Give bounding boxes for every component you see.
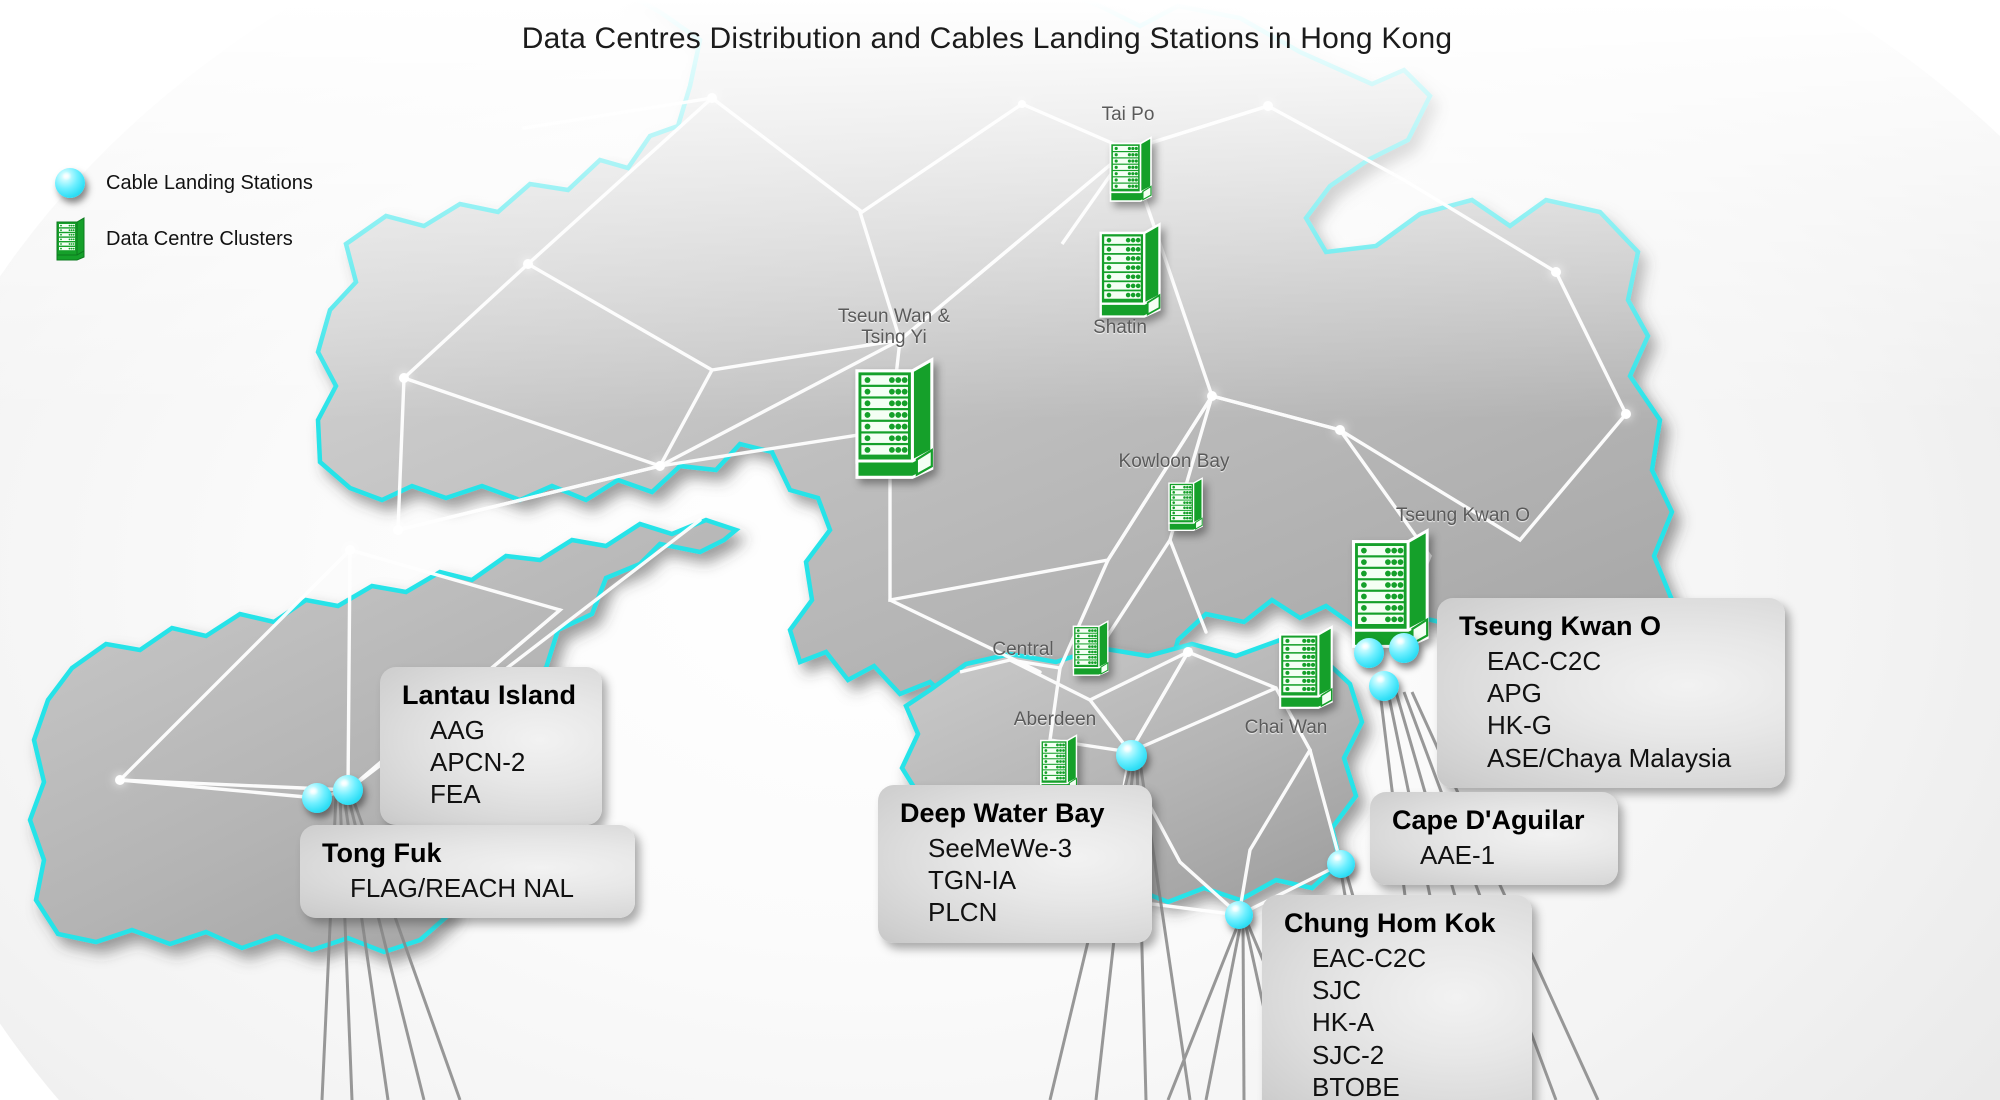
callout-tong-fuk[interactable]: Tong Fuk FLAG/REACH NAL (300, 825, 635, 919)
cable-item: AAE-1 (1420, 839, 1496, 870)
callout-cable-list-lantau-island: AAG APCN-2 FEA (402, 714, 580, 811)
cable-landing-station-cape-daguilar[interactable] (1327, 850, 1355, 878)
cable-item: EAC-C2C (1487, 645, 1602, 676)
district-label-central: Central (992, 639, 1054, 660)
cable-item: APCN-2 (430, 747, 526, 778)
cable-item: SJC (1312, 975, 1362, 1006)
page-title: Data Centres Distribution and Cables Lan… (0, 22, 2000, 56)
legend-label-cable-landing-stations: Cable Landing Stations (106, 171, 313, 194)
callout-cable-list-tong-fuk: FLAG/REACH NAL (322, 872, 613, 904)
page-title-text: Data Centres Distribution and Cables Lan… (521, 22, 1453, 55)
cable-item: HK-A (1312, 1007, 1375, 1038)
cable-landing-station-tseung-kwan-o-2[interactable] (1389, 633, 1419, 663)
callout-cable-list-tseung-kwan-o: EAC-C2C APG HK-G ASE/Chaya Malaysia (1459, 645, 1763, 774)
district-label-tseung-kwan-o: Tseung Kwan O (1395, 505, 1531, 526)
cable-landing-station-lantau[interactable] (302, 783, 332, 813)
callout-cable-list-cape-daguilar: AAE-1 (1392, 839, 1596, 871)
callout-lantau-island[interactable]: Lantau Island AAG APCN-2 FEA (380, 667, 602, 825)
district-label-kowloon-bay: Kowloon Bay (1118, 451, 1230, 472)
legend-label-data-centre-clusters: Data Centre Clusters (106, 227, 293, 250)
cable-item: EAC-C2C (1312, 942, 1427, 973)
callout-title-tseung-kwan-o: Tseung Kwan O (1459, 611, 1662, 641)
cable-item: ASE/Chaya Malaysia (1487, 742, 1732, 773)
cable-item: TGN-IA (928, 865, 1017, 896)
district-label-line-1: Tseun Wan & (837, 306, 951, 327)
cable-landing-station-deep-water-bay[interactable] (1116, 740, 1147, 771)
cyan-sphere-icon (48, 161, 92, 205)
cable-item: SJC-2 (1312, 1039, 1385, 1070)
cable-landing-station-tseung-kwan-o-1[interactable] (1354, 638, 1384, 668)
cable-item: AAG (430, 714, 485, 745)
rack-icon-tseun-wan-tsing-yi (845, 357, 941, 484)
server-rack-icon (48, 217, 92, 261)
rack-icon-kowloon-bay (1164, 477, 1206, 536)
cable-item: PLCN (928, 897, 998, 928)
district-label-aberdeen: Aberdeen (1013, 709, 1097, 730)
cable-landing-station-chung-hom-kok[interactable] (1225, 901, 1253, 929)
callout-deep-water-bay[interactable]: Deep Water Bay SeeMeWe-3 TGN-IA PLCN (878, 785, 1152, 943)
legend: Cable Landing Stations (48, 155, 378, 267)
rack-icon-tseung-kwan-o (1342, 528, 1436, 653)
district-label-chai-wan: Chai Wan (1244, 717, 1328, 738)
rack-icon-chai-wan (1272, 625, 1338, 714)
cable-item: FEA (430, 779, 481, 810)
cable-item: APG (1487, 678, 1542, 709)
rack-icon-tai-po (1104, 136, 1156, 207)
callout-title-tong-fuk: Tong Fuk (322, 838, 442, 868)
district-label-tai-po: Tai Po (1101, 104, 1155, 125)
district-label-shatin: Shatin (1093, 317, 1147, 338)
cable-landing-station-tseung-kwan-o-3[interactable] (1369, 671, 1399, 701)
callout-cable-list-deep-water-bay: SeeMeWe-3 TGN-IA PLCN (900, 832, 1130, 929)
callout-title-chung-hom-kok: Chung Hom Kok (1284, 908, 1496, 938)
callout-tseung-kwan-o[interactable]: Tseung Kwan O EAC-C2C APG HK-G ASE/Chaya… (1437, 598, 1785, 788)
cable-item: SeeMeWe-3 (928, 832, 1073, 863)
rack-icon-central (1068, 620, 1112, 681)
cable-item: HK-G (1487, 710, 1552, 741)
cable-item: BTOBE (1312, 1071, 1400, 1100)
callout-cable-list-chung-hom-kok: EAC-C2C SJC HK-A SJC-2 BTOBE (1284, 942, 1510, 1100)
rack-icon-shatin (1092, 222, 1166, 323)
callout-title-lantau-island: Lantau Island (402, 680, 577, 710)
callout-title-cape-daguilar: Cape D'Aguilar (1392, 805, 1585, 835)
district-label-line-2: Tsing Yi (861, 326, 927, 348)
legend-item-data-centre-clusters: Data Centre Clusters (48, 211, 378, 267)
callout-cape-daguilar[interactable]: Cape D'Aguilar AAE-1 (1370, 792, 1618, 886)
district-label-tseun-wan-tsing-yi: Tseun Wan & Tsing Yi (814, 306, 974, 348)
callout-title-deep-water-bay: Deep Water Bay (900, 798, 1105, 828)
callout-chung-hom-kok[interactable]: Chung Hom Kok EAC-C2C SJC HK-A SJC-2 BTO… (1262, 895, 1532, 1100)
cable-landing-station-tong-fuk[interactable] (333, 775, 363, 805)
cable-item: FLAG/REACH NAL (350, 872, 574, 903)
legend-item-cable-landing-stations: Cable Landing Stations (48, 155, 378, 211)
